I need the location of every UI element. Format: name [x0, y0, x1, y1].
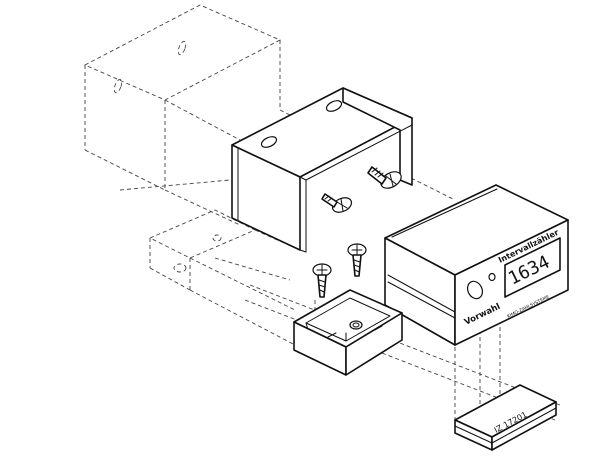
counter-housing: 1634 Vorwahl Intervallzähler KIMO-ZAHLSY… — [384, 184, 569, 346]
base-hole — [349, 320, 363, 330]
screw-2 — [321, 193, 353, 213]
label-plate: IZ 17201 — [454, 384, 557, 451]
bracket-hole-left — [260, 136, 278, 148]
screw-3 — [347, 243, 367, 277]
screw-1 — [367, 166, 402, 189]
mounting-base — [293, 289, 403, 376]
screw-4 — [312, 263, 332, 298]
counter-display — [504, 237, 561, 298]
preset-button[interactable] — [465, 279, 485, 301]
mounting-bracket — [231, 87, 413, 253]
indicator-led — [488, 272, 496, 282]
bracket-hole-right — [325, 100, 343, 112]
